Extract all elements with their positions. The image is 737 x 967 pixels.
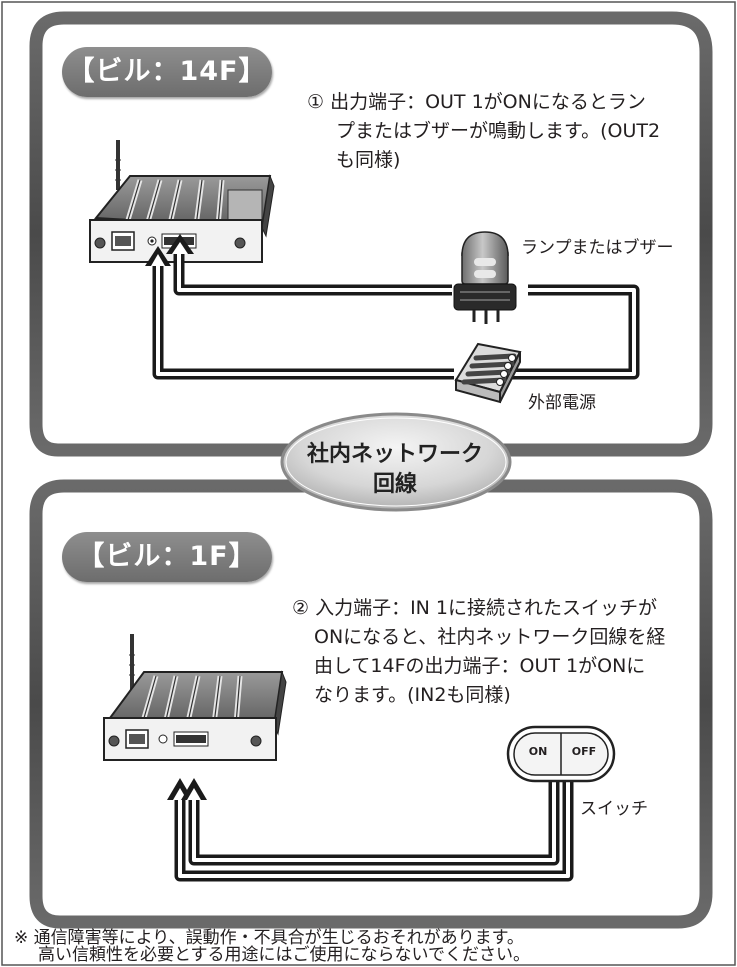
desc-top-line-2: プまたはブザーが鳴動します。(OUT2: [336, 120, 661, 142]
wire-loop-top-inner: [156, 252, 636, 376]
lamp-buzzer-label: ランプまたはブザー: [521, 238, 674, 258]
switch-label: スイッチ: [580, 799, 648, 819]
desc-top-line-1: ① 出力端子：OUT 1がONになるとラン: [307, 91, 646, 113]
panel-14f-frame: [29, 11, 713, 457]
network-line-oval: [280, 412, 512, 512]
network-line-label: 社内ネットワーク 回線: [290, 440, 500, 500]
panel-14f-label: 【ビル：14F】: [62, 47, 272, 97]
panel-14f: [29, 11, 713, 457]
switch-icon: [506, 725, 616, 783]
desc-bottom-line-3: 由して14Fの出力端子：OUT 1がONに: [314, 655, 646, 677]
footnote-line-2: 高い信頼性を必要とする用途にはご使用にならないでください。: [38, 945, 530, 965]
panel-1f-label: 【ビル：1F】: [62, 532, 272, 582]
external-power-label: 外部電源: [528, 393, 596, 413]
panel-1f-frame: [29, 479, 713, 929]
switch-off-label: OFF: [571, 745, 597, 758]
desc-bottom-line-1: ② 入力端子：IN 1に接続されたスイッチが: [292, 597, 658, 619]
network-line-label-2: 回線: [372, 472, 417, 497]
footnote-line-1: ※ 通信障害等により、誤動作・不具合が生じるおそれがあります。: [14, 928, 524, 948]
desc-bottom-line-2: ONになると、社内ネットワーク回線を経: [314, 626, 666, 648]
network-line-label-1: 社内ネットワーク: [306, 442, 483, 467]
desc-top-line-3: も同様): [336, 149, 401, 171]
lamp-buzzer-icon: [453, 231, 517, 324]
switch-on-label: ON: [528, 745, 548, 758]
battery-pack-icon: [454, 342, 522, 404]
panel-1f: [29, 479, 713, 929]
desc-bottom-line-4: なります。(IN2も同様): [314, 684, 511, 706]
wire-loop-bottom-inner: [178, 782, 570, 878]
controller-device-bottom: [103, 634, 287, 761]
